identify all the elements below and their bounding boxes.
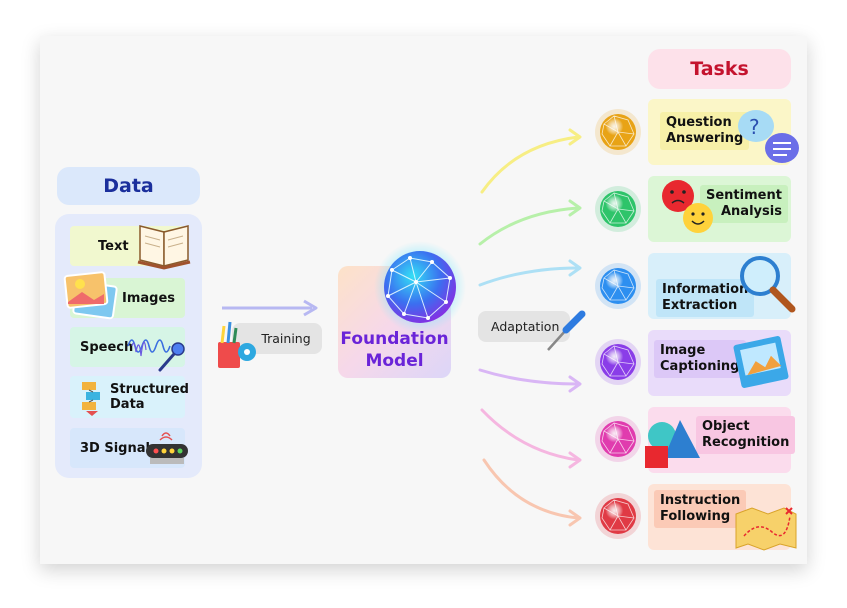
data-item-structured-data: Structured Data: [70, 376, 189, 418]
adaptation-label: Adaptation: [491, 319, 560, 334]
task-label: Information Extraction: [656, 279, 755, 317]
data-item-label: 3D Signals: [80, 440, 158, 456]
data-item-images: Images: [70, 278, 185, 318]
task-label-line1: Question: [666, 115, 732, 130]
data-title: Data: [57, 167, 200, 205]
task-label-line1: Object: [702, 419, 750, 434]
training-label: Training: [261, 331, 311, 346]
task-label-line1: Instruction: [660, 493, 741, 508]
task-label: Question Answering: [660, 112, 750, 150]
data-item-label: Text: [98, 238, 129, 254]
data-item-label: Speech: [80, 339, 134, 355]
task-label-line2: Answering: [666, 131, 744, 146]
adaptation-chip: Adaptation: [478, 311, 570, 342]
data-item-label: Images: [122, 290, 176, 306]
tasks-title: Tasks: [648, 49, 791, 89]
task-label-line2: Analysis: [720, 204, 782, 219]
task-label-line1: Image: [660, 343, 706, 358]
task-label-line2: Recognition: [702, 435, 790, 450]
task-label-line1: Information: [662, 282, 749, 297]
data-item-label: Structured Data: [110, 382, 189, 412]
task-label: Instruction Following: [654, 490, 747, 528]
data-item-text: Text: [70, 226, 185, 266]
foundation-model-line2: Model: [365, 351, 424, 371]
task-label-line2: Following: [660, 509, 731, 524]
foundation-model-line1: Foundation: [340, 329, 449, 349]
data-item-speech: Speech: [70, 327, 185, 367]
training-chip: Training: [232, 323, 322, 354]
foundation-model-title: Foundation Model: [338, 328, 451, 372]
task-label: Image Captioning: [654, 340, 746, 378]
task-label: Object Recognition: [696, 416, 796, 454]
task-label-line2: Captioning: [660, 359, 740, 374]
task-label-line1: Sentiment: [706, 188, 782, 203]
task-label-line2: Extraction: [662, 298, 738, 313]
data-item-3d-signals: 3D Signals: [70, 428, 185, 468]
task-label: Sentiment Analysis: [700, 185, 788, 223]
